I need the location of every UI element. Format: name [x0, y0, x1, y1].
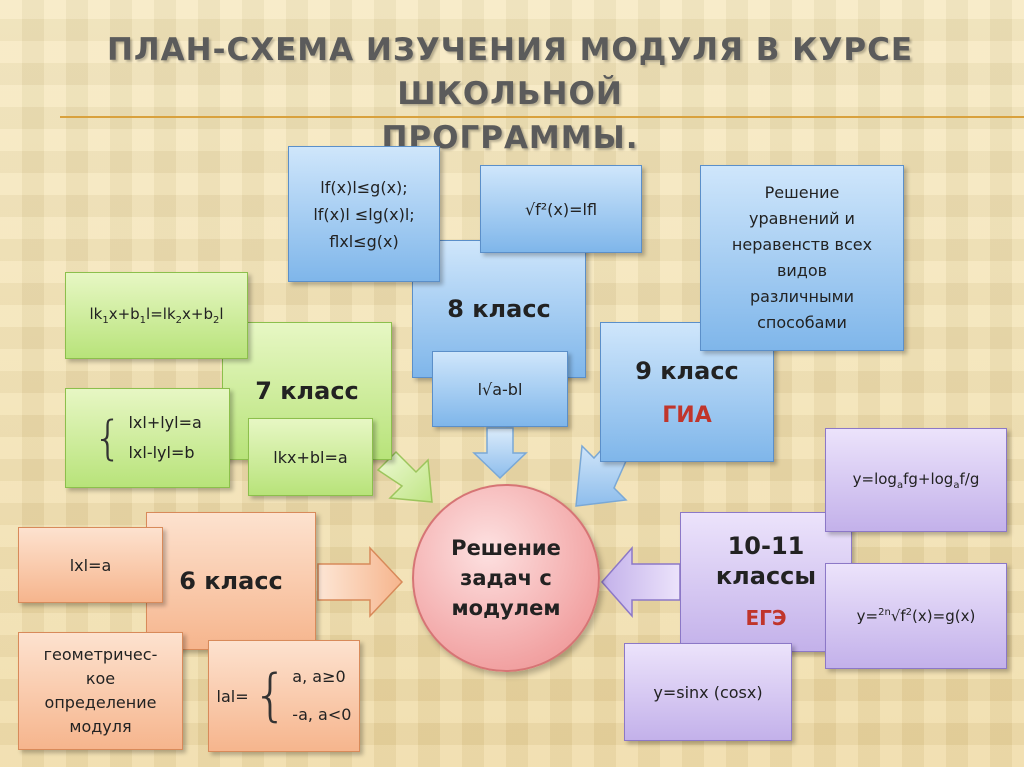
grade-9-label: 9 класс	[635, 356, 739, 385]
methods-line: Решение	[764, 183, 840, 202]
abs-equation-box: lxl=a	[18, 527, 163, 603]
sqrt-difference-box: l√a-bl	[432, 351, 568, 427]
methods-line: уравнений и	[749, 209, 855, 228]
piecewise-case: a, a≥0	[292, 667, 346, 686]
center-line: модулем	[451, 596, 561, 620]
grade-9-box: 9 класс ГИА	[600, 322, 774, 462]
inequalities-box: lf(x)l≤g(x); lf(x)l ≤lg(x)l; flxl≤g(x)	[288, 146, 440, 282]
inequality-line: flxl≤g(x)	[329, 231, 399, 251]
piecewise-brace: {	[252, 663, 289, 728]
methods-line: различными	[749, 287, 855, 306]
linear-equation: lk1x+b1l=lk2x+b2l	[89, 305, 224, 326]
piecewise-definition-box: lal= { a, a≥0 -a, a<0	[208, 640, 360, 752]
log-equation-box: y=logafg+logaf/g	[825, 428, 1007, 532]
root-equation-box: y=2n√f2(x)=g(x)	[825, 563, 1007, 669]
center-line: Решение	[451, 536, 561, 560]
methods-line: видов	[776, 261, 828, 280]
inequality-line: lf(x)l ≤lg(x)l;	[313, 204, 415, 224]
center-line: задач с	[460, 566, 552, 590]
arrow-1011-left	[600, 546, 681, 618]
slide-title: ПЛАН-СХЕМА ИЗУЧЕНИЯ МОДУЛЯ В КУРСЕ ШКОЛЬ…	[60, 28, 960, 160]
title-underline	[60, 116, 1024, 118]
grade-1011-label-1: 10-11	[727, 532, 805, 560]
grade-1011-label-2: классы	[715, 562, 817, 590]
methods-line: неравенств всех	[731, 235, 873, 254]
grade-6-box: 6 класс	[146, 512, 316, 650]
trig-function-box: y=sinx (cosx)	[624, 643, 792, 741]
geom-line: модуля	[69, 717, 132, 736]
piecewise-case: -a, a<0	[292, 705, 352, 724]
abs-equation: lxl=a	[69, 555, 112, 575]
root-equation: y=2n√f2(x)=g(x)	[856, 607, 976, 625]
gia-label: ГИА	[662, 402, 712, 428]
methods-line: способами	[757, 313, 847, 332]
arrow-7-diagonal	[376, 450, 433, 503]
ege-label: ЕГЭ	[745, 606, 787, 630]
abs-linear-box: lkx+bl=a	[248, 418, 373, 496]
geom-line: геометричес-	[43, 645, 158, 664]
system-line: lxl+lyl=a	[128, 413, 202, 432]
system-line: lxl-lyl=b	[128, 443, 195, 462]
methods-box: Решение уравнений и неравенств всех видо…	[700, 165, 904, 351]
abs-linear-equation: lkx+bl=a	[273, 447, 348, 467]
system-brace: {	[93, 411, 123, 465]
grade-7-label: 7 класс	[255, 377, 359, 405]
log-equation: y=logafg+logaf/g	[852, 469, 980, 491]
geom-line: кое	[85, 669, 116, 688]
piecewise-lhs: lal=	[216, 686, 249, 706]
grade-8-label: 8 класс	[447, 295, 551, 323]
arrow-6-right	[317, 546, 404, 618]
arrow-8-down	[472, 427, 528, 480]
geom-line: определение	[44, 693, 157, 712]
geometric-definition-box: геометричес- кое определение модуля	[18, 632, 183, 750]
title-line-1: ПЛАН-СХЕМА ИЗУЧЕНИЯ МОДУЛЯ В КУРСЕ ШКОЛЬ…	[106, 32, 914, 112]
sqrt-difference: l√a-bl	[477, 379, 523, 399]
trig-function: y=sinx (cosx)	[653, 682, 763, 702]
center-circle: Решение задач с модулем	[412, 484, 600, 672]
grade-6-label: 6 класс	[179, 567, 283, 595]
inequality-line: lf(x)l≤g(x);	[320, 177, 408, 197]
linear-equation-box: lk1x+b1l=lk2x+b2l	[65, 272, 248, 359]
sqrt-formula-box: √f²(x)=lfl	[480, 165, 642, 253]
system-box: { lxl+lyl=a lxl-lyl=b	[65, 388, 230, 488]
sqrt-formula: √f²(x)=lfl	[524, 199, 598, 219]
